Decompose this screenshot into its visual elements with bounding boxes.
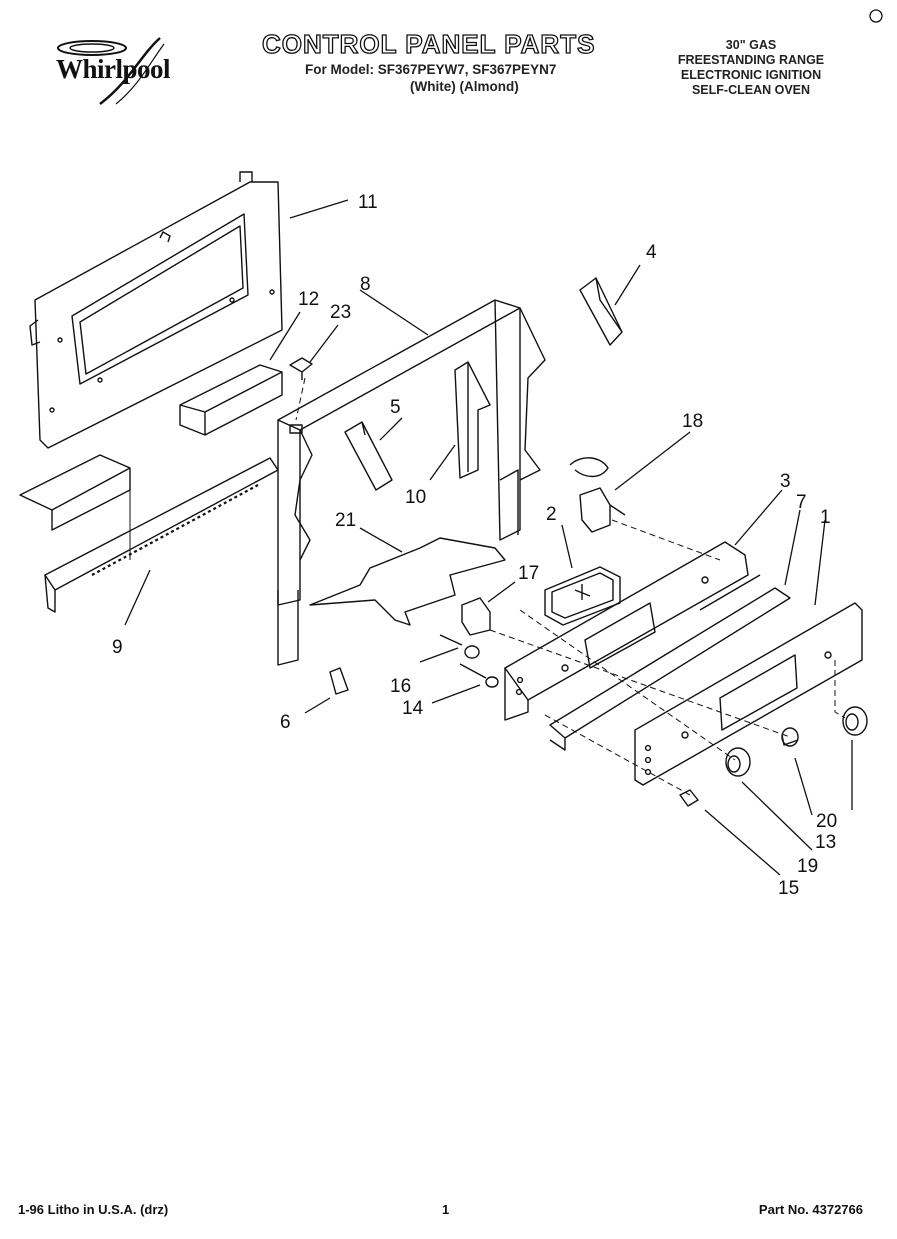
part-13-button <box>781 727 799 747</box>
callout-14: 14 <box>402 698 424 719</box>
spec-block: 30" GAS FREESTANDING RANGE ELECTRONIC IG… <box>641 38 861 98</box>
part-23-switch <box>289 357 313 380</box>
part-5-spacer <box>344 421 393 491</box>
callout-8: 8 <box>360 274 371 295</box>
page-title: CONTROL PANEL PARTS <box>261 28 596 59</box>
part-7-trim <box>549 574 791 751</box>
callout-12: 12 <box>298 289 319 310</box>
callout-10: 10 <box>405 487 426 508</box>
part-16-nut <box>439 634 480 659</box>
spec-line: ELECTRONIC IGNITION <box>680 68 822 82</box>
callout-17: 17 <box>518 563 539 584</box>
part-19-knob <box>725 747 751 777</box>
spec-line: SELF-CLEAN OVEN <box>691 83 811 97</box>
callout-1: 1 <box>820 507 831 528</box>
part-1-front-panel <box>634 602 863 786</box>
model-line: For Model: SF367PEYW7, SF367PEYN7 <box>305 62 557 77</box>
litho-note: 1-96 Litho in U.S.A. (drz) <box>18 1202 169 1217</box>
callout-3: 3 <box>780 471 791 492</box>
part-18-switch <box>569 457 626 533</box>
alignment-lines <box>295 377 846 796</box>
callout-18: 18 <box>682 411 703 432</box>
whirlpool-logo: Whirlpool <box>40 36 210 108</box>
callout-21: 21 <box>335 510 356 531</box>
leader-lines <box>124 199 853 876</box>
part-4-end-cap <box>579 277 623 346</box>
callout-6: 6 <box>280 712 291 733</box>
logo-swoosh <box>57 37 165 105</box>
part-14-screw <box>459 663 499 688</box>
corner-mark-icon <box>869 9 883 23</box>
part-21-plate <box>309 537 506 626</box>
part-number: Part No. 4372766 <box>758 1202 863 1217</box>
part-2-lens <box>544 566 621 626</box>
part-17-relay <box>461 597 491 636</box>
part-15-spacer <box>679 789 699 807</box>
callout-labels: 11 4 8 12 23 5 18 3 10 7 1 2 21 17 9 16 … <box>112 192 837 899</box>
callout-13: 13 <box>815 832 836 853</box>
callout-7: 7 <box>796 492 807 513</box>
callout-20: 20 <box>816 811 837 832</box>
callout-5: 5 <box>390 397 401 418</box>
part-9-vent-trim <box>19 454 279 613</box>
part-12-insulation <box>179 364 283 436</box>
part-8-panel-frame <box>277 299 546 666</box>
callout-9: 9 <box>112 637 123 658</box>
callout-19: 19 <box>797 856 818 877</box>
callout-4: 4 <box>646 242 657 263</box>
page-number: 1 <box>442 1202 450 1217</box>
part-6-clip <box>329 667 349 695</box>
part-3-bezel-plate <box>504 541 749 721</box>
part-10-bracket <box>454 361 491 479</box>
callout-16: 16 <box>390 676 411 697</box>
part-20-knob <box>842 706 868 736</box>
callout-2: 2 <box>546 504 557 525</box>
spec-line: FREESTANDING RANGE <box>677 53 825 67</box>
callout-23: 23 <box>330 302 351 323</box>
spec-line: 30" GAS <box>725 38 777 52</box>
color-line: (White) (Almond) <box>410 79 519 94</box>
brand-name: Whirlpool <box>56 54 171 84</box>
callout-11: 11 <box>358 192 378 213</box>
callout-15: 15 <box>778 878 799 899</box>
part-11-back-shield <box>29 171 283 449</box>
